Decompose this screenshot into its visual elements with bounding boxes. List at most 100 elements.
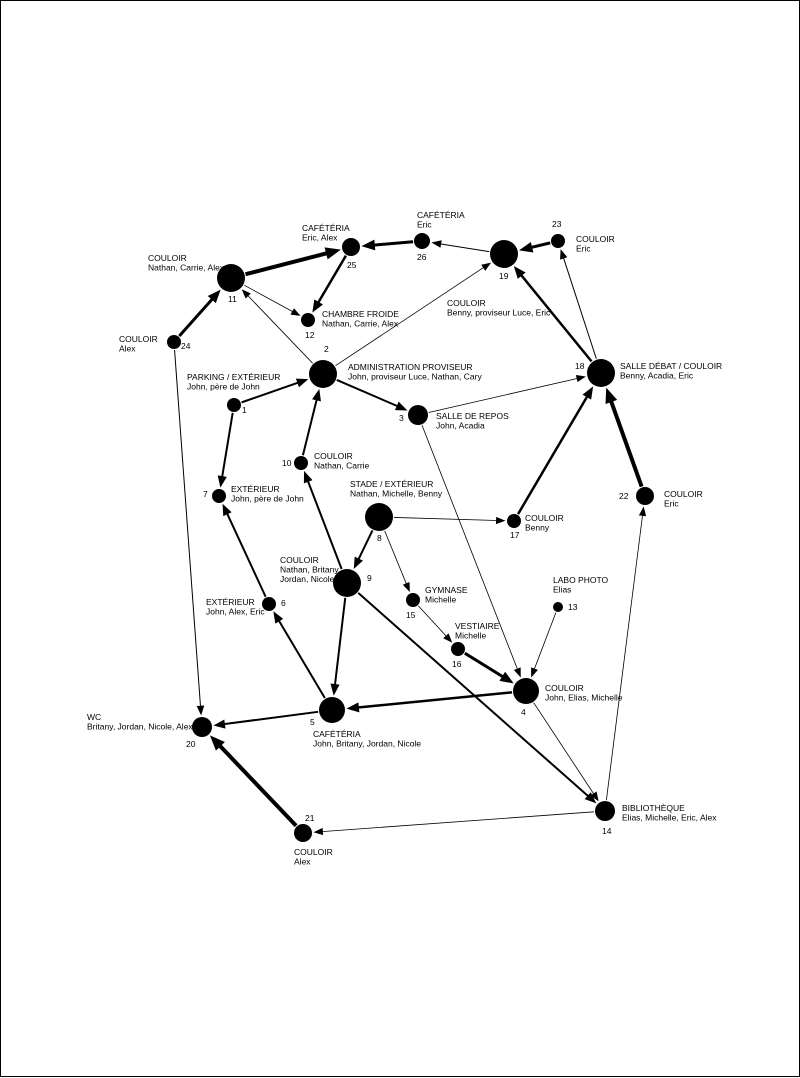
node-11 [217,264,245,292]
node-people-5: John, Britany, Jordan, Nicole [313,739,421,749]
edge-2-to-19 [335,266,485,367]
arrowhead-2-to-11 [241,289,251,299]
node-number-10: 10 [282,458,292,468]
edge-1-to-7 [221,412,234,478]
arrowhead-9-to-5 [330,683,340,696]
node-title-9: COULOIR [280,555,319,565]
node-title-6: EXTÉRIEUR [206,597,255,607]
edge-14-to-22 [605,514,644,801]
arrowhead-24-to-20 [196,705,205,716]
node-number-11: 11 [228,294,237,304]
node-people-15: Michelle [425,595,456,605]
node-people-11: Nathan, Carrie, Alex [148,263,225,273]
node-title-8: STADE / EXTÉRIEUR [350,479,433,489]
node-people-23: Eric [576,244,591,254]
arrowhead-16-to-4 [499,671,514,684]
arrowhead-5-to-20 [213,719,226,729]
node-number-13: 13 [568,602,578,612]
node-title-4: COULOIR [545,683,584,693]
edge-17-to-18 [516,395,589,515]
edge-21-to-20 [218,744,298,828]
node-number-23: 23 [552,219,562,229]
arrowhead-1-to-2 [295,378,309,388]
node-16 [451,642,465,656]
edge-8-to-17 [393,517,498,521]
node-number-2: 2 [324,344,329,354]
node-7 [212,489,226,503]
edge-3-to-18 [428,377,578,413]
edge-4-to-5 [357,691,513,709]
node-number-9: 9 [367,573,372,583]
node-number-3: 3 [399,413,404,423]
arrowhead-4-to-5 [346,702,360,713]
node-12 [301,313,315,327]
arrowhead-2-to-19 [481,262,492,271]
node-people-18: Benny, Acadia, Eric [620,371,694,381]
node-number-24: 24 [181,341,191,351]
edge-1-to-2 [241,381,299,404]
edge-3-to-4 [421,425,519,670]
node-number-12: 12 [305,330,315,340]
node-number-18: 18 [575,361,585,371]
node-4 [513,678,539,704]
node-title-2: ADMINISTRATION PROVISEUR [348,362,473,372]
node-number-25: 25 [347,260,357,270]
arrowhead-24-to-11 [207,289,221,304]
node-people-9-line-2: Jordan, Nicole [280,574,335,584]
arrowhead-3-to-18 [575,375,586,383]
node-18 [587,359,615,387]
arrowhead-18-to-23 [560,249,568,260]
node-people-10: Nathan, Carrie [314,461,370,471]
arrowhead-1-to-7 [217,475,227,488]
node-26 [414,233,430,249]
nodes-layer [167,233,654,842]
node-number-1: 1 [242,405,247,415]
node-title-13: LABO PHOTO [553,575,608,585]
node-number-4: 4 [521,707,526,717]
arrowhead-18-to-19 [513,266,526,279]
arrowhead-22-to-18 [605,387,618,404]
node-title-26: CAFÉTÉRIA [417,210,465,220]
node-people-25: Eric, Alex [302,233,338,243]
edges-layer [174,239,647,836]
node-title-11: COULOIR [148,253,187,263]
edge-25-to-12 [317,254,348,304]
node-people-1: John, père de John [187,382,260,392]
node-title-5: CAFÉTÉRIA [313,729,361,739]
node-number-14: 14 [602,826,612,836]
node-number-21: 21 [305,813,315,823]
node-title-1: PARKING / EXTÉRIEUR [187,372,280,382]
arrowhead-5-to-6 [273,611,284,624]
node-number-20: 20 [186,739,196,749]
node-title-17: COULOIR [525,513,564,523]
arrowhead-3-to-4 [513,667,521,678]
node-6 [262,597,276,611]
edge-6-to-7 [226,512,267,598]
node-20 [192,717,212,737]
node-people-3: John, Acadia [436,421,485,431]
node-3 [408,405,428,425]
edge-24-to-11 [178,297,214,338]
node-people-2: John, proviseur Luce, Nathan, Cary [348,372,482,382]
node-people-19: Benny, proviseur Luce, Eric [447,308,551,318]
node-people-7: John, père de John [231,494,304,504]
node-people-13: Elias [553,585,571,595]
node-title-15: GYMNASE [425,585,468,595]
node-5 [319,697,345,723]
edge-5-to-20 [223,710,319,726]
edge-8-to-9 [357,530,374,560]
arrowhead-9-to-10 [303,470,313,484]
node-people-16: Michelle [455,631,486,641]
node-people-17: Benny [525,523,550,533]
node-title-23: COULOIR [576,234,615,244]
node-title-25: CAFÉTÉRIA [302,223,350,233]
edge-8-to-15 [384,530,407,585]
node-25 [342,238,360,256]
edge-10-to-2 [301,399,318,456]
arrowhead-8-to-15 [402,582,410,593]
node-number-7: 7 [203,489,208,499]
edge-2-to-11 [247,295,313,364]
node-number-15: 15 [406,610,416,620]
